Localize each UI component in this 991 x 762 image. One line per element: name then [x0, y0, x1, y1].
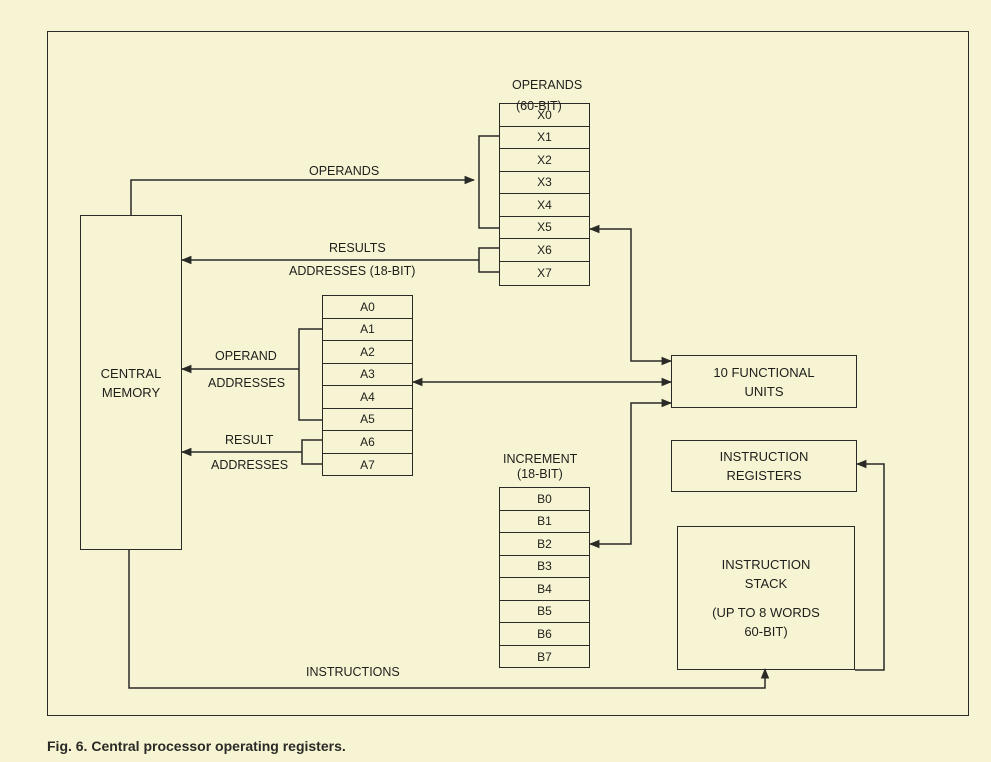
a-register: A0: [323, 296, 412, 319]
x-register: X2: [500, 149, 589, 172]
instructions-arrow: [128, 550, 770, 689]
x-registers-title: OPERANDS: [512, 78, 583, 92]
b-register: B1: [500, 511, 589, 533]
operands-flow-label: OPERANDS: [309, 164, 380, 178]
b-registers-subtitle: (18-BIT): [517, 467, 563, 481]
result-addresses-label-2: ADDRESSES: [211, 458, 289, 472]
instruction-stack-label-3: (UP TO 8 WORDS: [712, 605, 820, 620]
functional-units-label-1: 10 FUNCTIONAL: [713, 364, 815, 380]
instruction-registers-label-1: INSTRUCTION: [719, 449, 809, 464]
b-register: B5: [500, 601, 589, 623]
x-register: X1: [500, 127, 589, 149]
b-registers-title: INCREMENT: [503, 452, 578, 466]
central-memory-label-1: CENTRAL: [100, 365, 162, 381]
b-register: B3: [500, 556, 589, 578]
x-register: X5: [500, 217, 589, 239]
x-register: X7: [537, 265, 552, 280]
instructions-flow-label: INSTRUCTIONS: [306, 665, 400, 679]
result-addresses-label-1: RESULT: [225, 433, 274, 447]
instruction-stack-label-4: 60-BIT): [744, 624, 788, 639]
instruction-stack-box: INSTRUCTION STACK (UP TO 8 WORDS 60-BIT): [677, 526, 855, 670]
b-register: B0: [500, 488, 589, 511]
x5-functional-link: [588, 224, 673, 366]
a-registers-title: ADDRESSES (18-BIT): [289, 264, 416, 278]
x-register: X3: [500, 172, 589, 194]
functional-units-label-2: UNITS: [744, 383, 784, 399]
x-register: X4: [500, 194, 589, 217]
b2-functional-link: [588, 398, 673, 549]
instruction-stack-label-2: STACK: [744, 576, 788, 591]
a-register: A7: [360, 457, 375, 472]
central-memory-label-2: MEMORY: [101, 384, 161, 400]
functional-units-box: 10 FUNCTIONAL UNITS: [671, 355, 857, 408]
b-register: B6: [500, 623, 589, 646]
instruction-stack-label-1: INSTRUCTION: [721, 557, 811, 572]
central-memory-box: CENTRAL MEMORY: [80, 215, 182, 550]
operands-arrow: [130, 175, 476, 215]
diagram-frame: [47, 31, 969, 716]
a-register: A4: [323, 386, 412, 409]
a-result-bracket: [301, 439, 322, 465]
operand-addresses-label-1: OPERAND: [215, 349, 277, 363]
a-register: A2: [323, 341, 412, 364]
instruction-registers-box: INSTRUCTION REGISTERS: [671, 440, 857, 492]
x-operand-bracket: [478, 135, 499, 229]
x-register: X0: [500, 104, 589, 127]
a-register: A1: [323, 319, 412, 341]
b-register-file: B0 B1 B2 B3 B4 B5 B6 B7: [499, 487, 590, 668]
operand-addresses-label-2: ADDRESSES: [208, 376, 286, 390]
x-register-file: X0 X1 X2 X3 X4 X5 X6 X7: [499, 103, 590, 286]
a-operand-bracket: [298, 328, 322, 421]
x-register: X6: [500, 239, 589, 262]
figure-caption: Fig. 6. Central processor operating regi…: [47, 738, 346, 754]
a-register-file: A0 A1 A2 A3 A4 A5 A6 A7: [322, 295, 413, 476]
a-register: A3: [323, 364, 412, 386]
b-register: B7: [537, 649, 552, 664]
b-register: B2: [500, 533, 589, 556]
a-register: A5: [323, 409, 412, 431]
a-register: A6: [323, 431, 412, 454]
b-register: B4: [500, 578, 589, 601]
x-result-bracket: [478, 247, 499, 273]
stack-to-registers-arrow: [855, 459, 885, 671]
x-registers-subtitle: (60-BIT): [516, 99, 562, 113]
results-flow-label: RESULTS: [329, 241, 386, 255]
instruction-registers-label-2: REGISTERS: [726, 468, 802, 483]
